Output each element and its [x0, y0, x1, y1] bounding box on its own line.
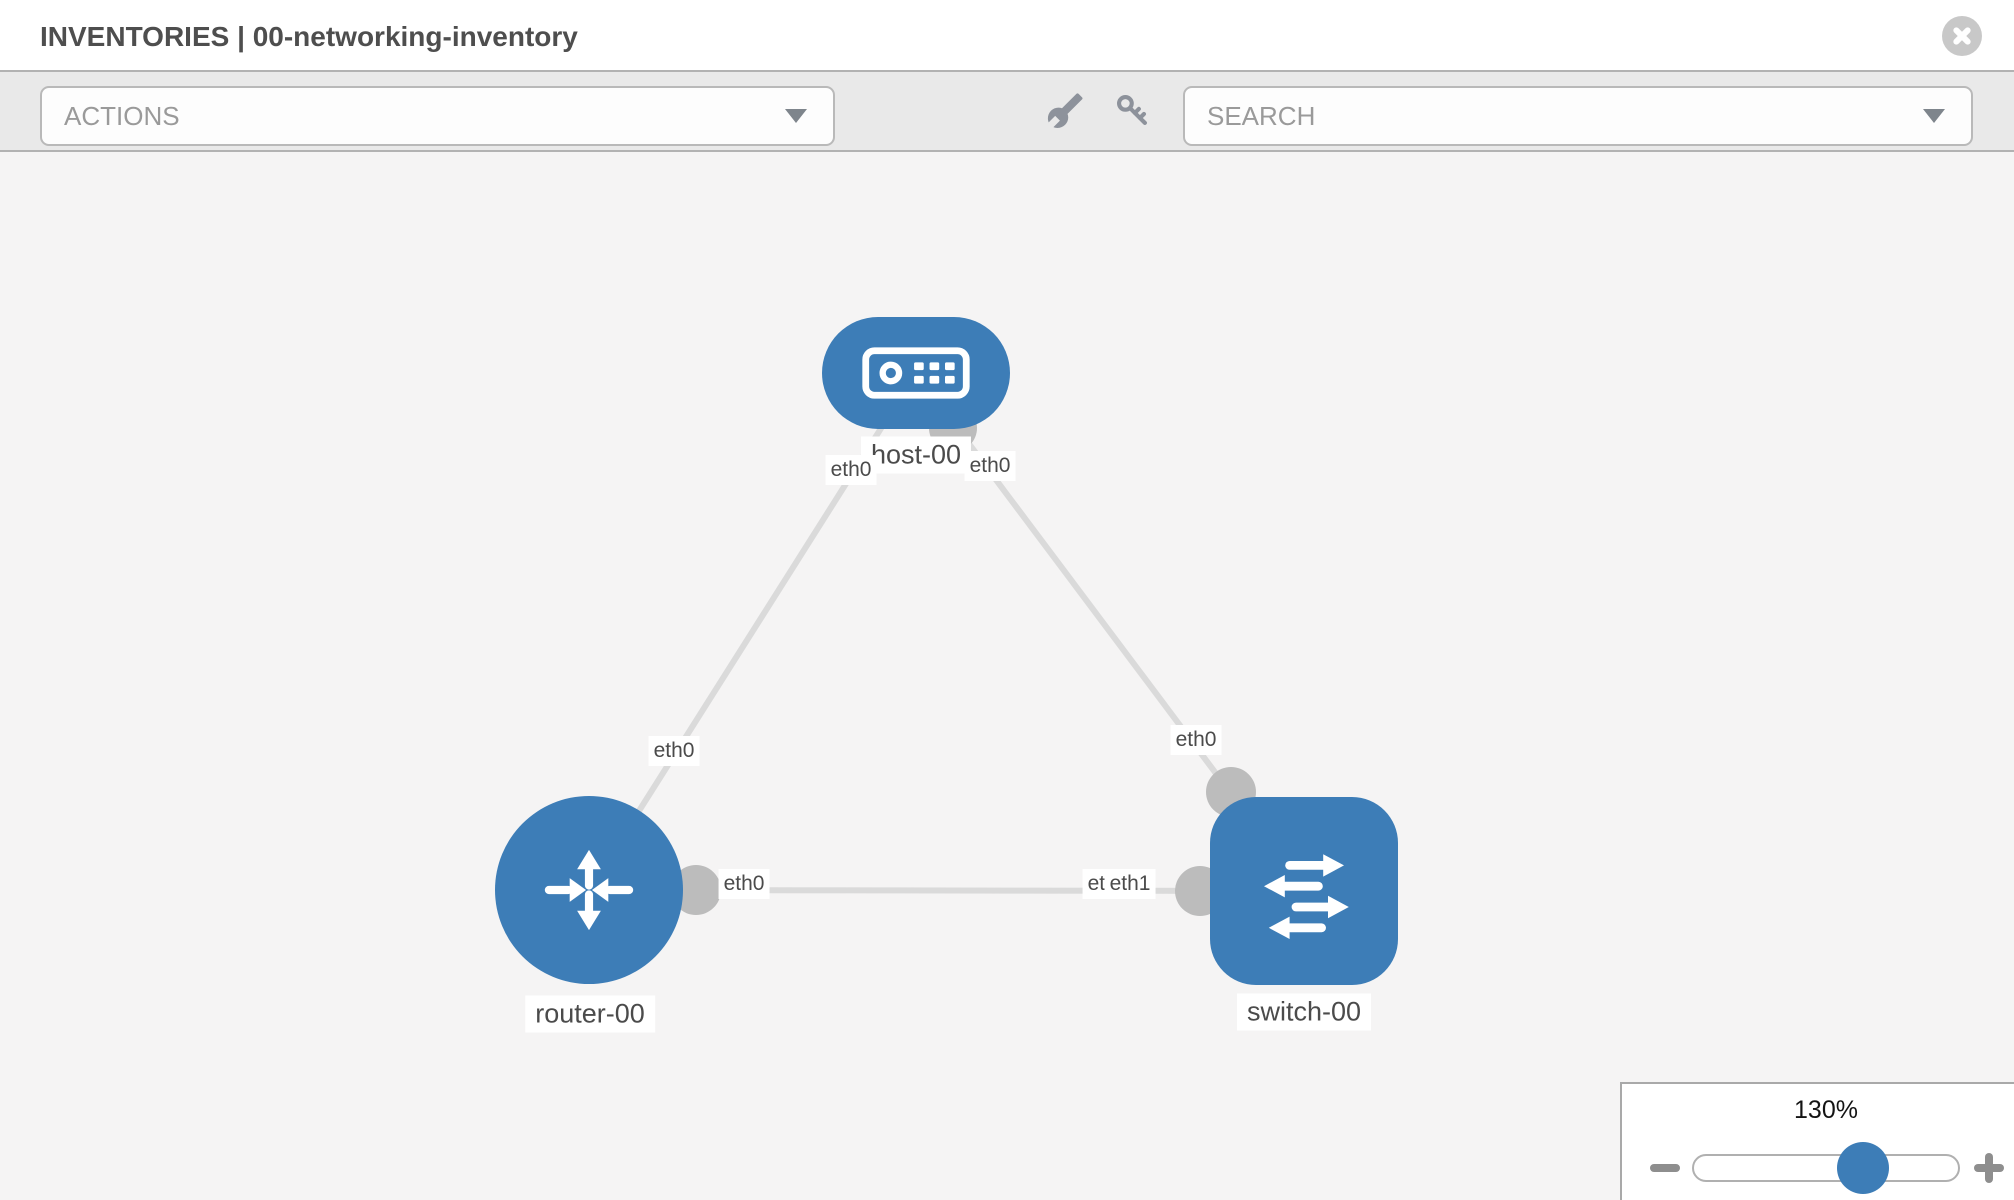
- header: INVENTORIES | 00-networking-inventory: [0, 0, 2014, 70]
- toolbar: ACTIONS SEARCH: [0, 70, 2014, 152]
- key-icon[interactable]: [1114, 92, 1152, 130]
- page-title: INVENTORIES | 00-networking-inventory: [40, 21, 578, 52]
- zoom-panel: 130%: [1620, 1082, 2014, 1200]
- search-dropdown[interactable]: SEARCH: [1183, 86, 1973, 146]
- node-label-switch-00: switch-00: [1236, 993, 1372, 1031]
- zoom-in-button[interactable]: [1974, 1146, 2004, 1190]
- interface-connector[interactable]: [671, 865, 721, 915]
- node-host-00[interactable]: [822, 317, 1010, 429]
- interface-label-eth0: eth0: [1170, 725, 1222, 755]
- interface-label-eth0: eth0: [718, 869, 770, 899]
- search-dropdown-label: SEARCH: [1207, 100, 1316, 131]
- interface-label-eth0: eth0: [964, 451, 1016, 481]
- node-label-host-00: host-00: [860, 436, 972, 474]
- actions-dropdown[interactable]: ACTIONS: [40, 86, 835, 146]
- plus-bar: [1985, 1153, 1993, 1183]
- topology-canvas[interactable]: host-00 router-00 switch-00 eth0 eth0 eth0 eth…: [0, 152, 2014, 1200]
- actions-dropdown-label: ACTIONS: [64, 100, 180, 131]
- chevron-down-icon: [1923, 109, 1945, 123]
- zoom-slider[interactable]: [1692, 1142, 1960, 1194]
- node-switch-00[interactable]: [1210, 797, 1398, 985]
- zoom-level-value: 130%: [1794, 1096, 1858, 1124]
- wrench-icon[interactable]: [1046, 92, 1084, 130]
- zoom-slider-handle[interactable]: [1836, 1142, 1889, 1194]
- node-label-router-00: router-00: [525, 995, 655, 1033]
- chevron-down-icon: [785, 109, 807, 123]
- close-icon[interactable]: [1942, 16, 1982, 56]
- zoom-out-button[interactable]: [1650, 1164, 1680, 1172]
- interface-label-eth0: eth0: [825, 455, 877, 485]
- interface-label-eth0: eth0: [648, 736, 700, 766]
- node-router-00[interactable]: [495, 796, 683, 984]
- zoom-controls: [1622, 1140, 2014, 1196]
- interface-label-eth1: eth1: [1104, 869, 1156, 899]
